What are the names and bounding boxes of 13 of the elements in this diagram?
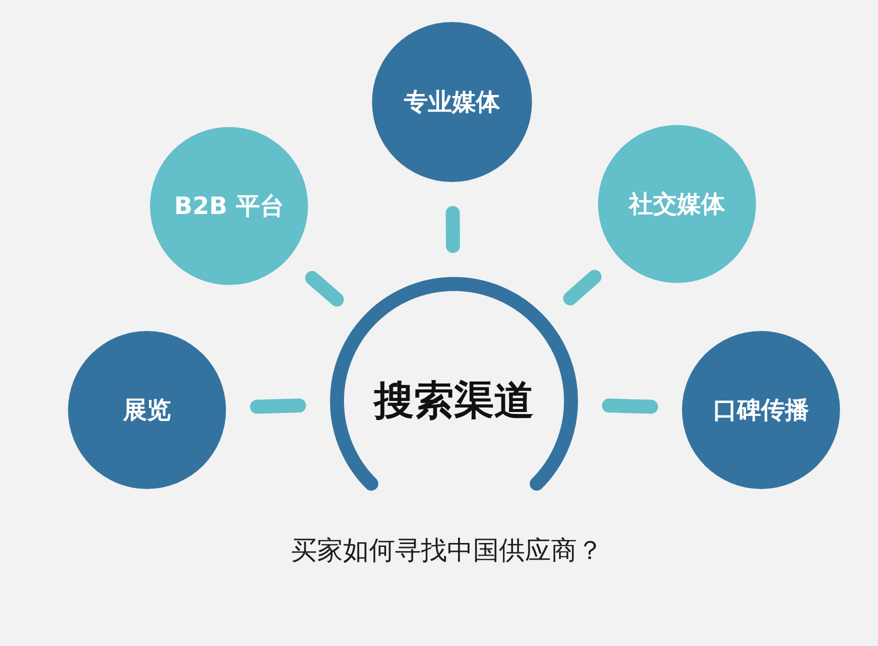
arc-hub-node	[330, 277, 578, 493]
channel-label: 展览	[123, 396, 171, 424]
channel-label: B2B 平台	[174, 192, 284, 220]
channel-label: 口碑传播	[713, 396, 809, 424]
channel-label: 社交媒体	[629, 190, 725, 218]
connector-bar	[305, 271, 344, 306]
connector-bar	[563, 270, 602, 306]
caption-text: 买家如何寻找中国供应商？	[291, 536, 603, 568]
hub-title: 搜索渠道	[374, 378, 534, 424]
connector-bar	[602, 398, 658, 414]
channel-label: 专业媒体	[404, 88, 500, 116]
connector-bar	[250, 398, 306, 414]
connector-bar	[446, 206, 460, 253]
